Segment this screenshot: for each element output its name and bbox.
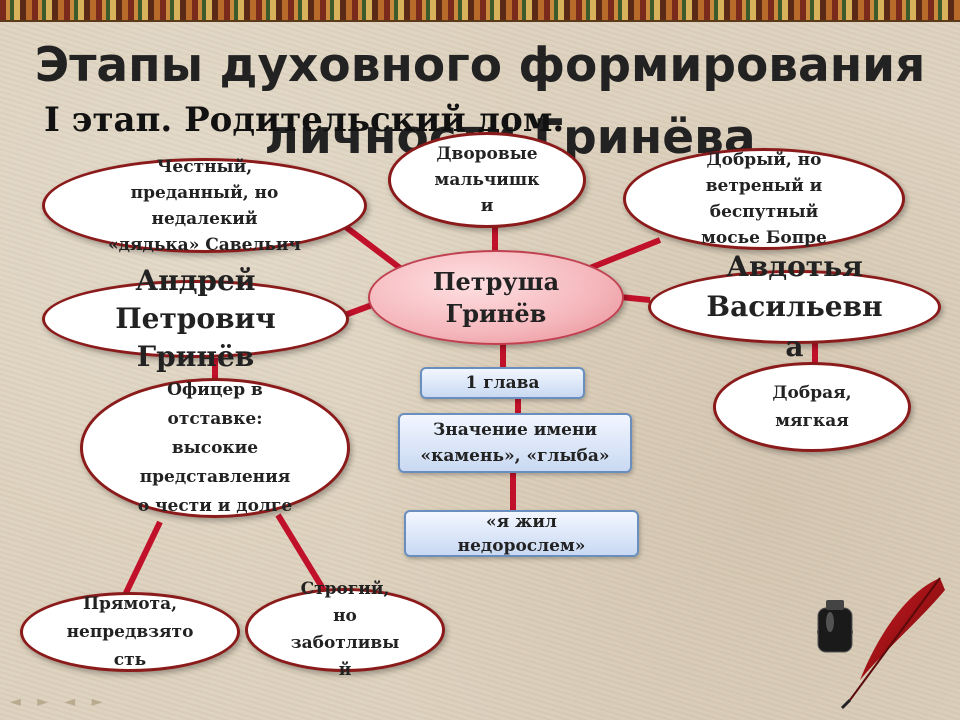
node-officer: Офицер в отставке: высокие представления… xyxy=(80,378,350,518)
node-savelich-text: Честный, преданный, но недалекий «дядька… xyxy=(108,156,301,255)
node-officer-text: Офицер в отставке: высокие представления… xyxy=(137,379,293,516)
node-strogiy-text: Строгий, но заботливы й xyxy=(290,579,400,680)
connector-mother xyxy=(619,294,651,303)
quill-and-inkwell-icon xyxy=(817,577,945,710)
slide-nav-arrows[interactable]: ◄ ► ◄ ► xyxy=(10,694,109,710)
node-pryamota: Прямота, непредвзято сть xyxy=(20,592,240,672)
node-center-grinev: Петруша Гринёв xyxy=(368,250,624,345)
node-dvorovye: Дворовые мальчишк и xyxy=(388,132,586,228)
box-chapter: 1 глава xyxy=(420,367,585,399)
node-strogiy: Строгий, но заботливы й xyxy=(245,579,445,680)
node-kind-text: Добрая, мягкая xyxy=(772,383,852,431)
box-name-meaning-text: Значение имени «камень», «глыба» xyxy=(420,420,610,466)
node-father-text: Андрей Петрович Гринёв xyxy=(115,264,276,373)
slide-title: Этапы духовного формирования xyxy=(34,38,926,93)
node-father: Андрей Петрович Гринёв xyxy=(42,264,349,373)
node-mother: Авдотья Васильевн а xyxy=(648,250,941,363)
node-bopre-text: Добрый, но ветреный и беспутный мосье Бо… xyxy=(701,150,827,248)
node-bopre: Добрый, но ветреный и беспутный мосье Бо… xyxy=(623,148,905,250)
node-center-text: Петруша Гринёв xyxy=(432,266,560,328)
decorative-border xyxy=(0,0,960,22)
connector-father xyxy=(343,302,374,318)
box-chapter-text: 1 глава xyxy=(465,373,540,393)
node-kind: Добрая, мягкая xyxy=(713,362,911,452)
connector-pryamota xyxy=(122,520,163,597)
node-dvorovye-text: Дворовые мальчишк и xyxy=(434,144,540,216)
connector-bopre xyxy=(583,237,662,273)
box-name-meaning: Значение имени «камень», «глыба» xyxy=(398,413,632,473)
box-quote-text: «я жил недорослем» xyxy=(457,511,586,556)
node-savelich: Честный, преданный, но недалекий «дядька… xyxy=(42,157,367,255)
box-quote: «я жил недорослем» xyxy=(404,510,639,557)
node-pryamota-text: Прямота, непредвзято сть xyxy=(66,594,194,670)
node-mother-text: Авдотья Васильевн а xyxy=(706,250,883,363)
connector-strogiy xyxy=(275,513,328,594)
